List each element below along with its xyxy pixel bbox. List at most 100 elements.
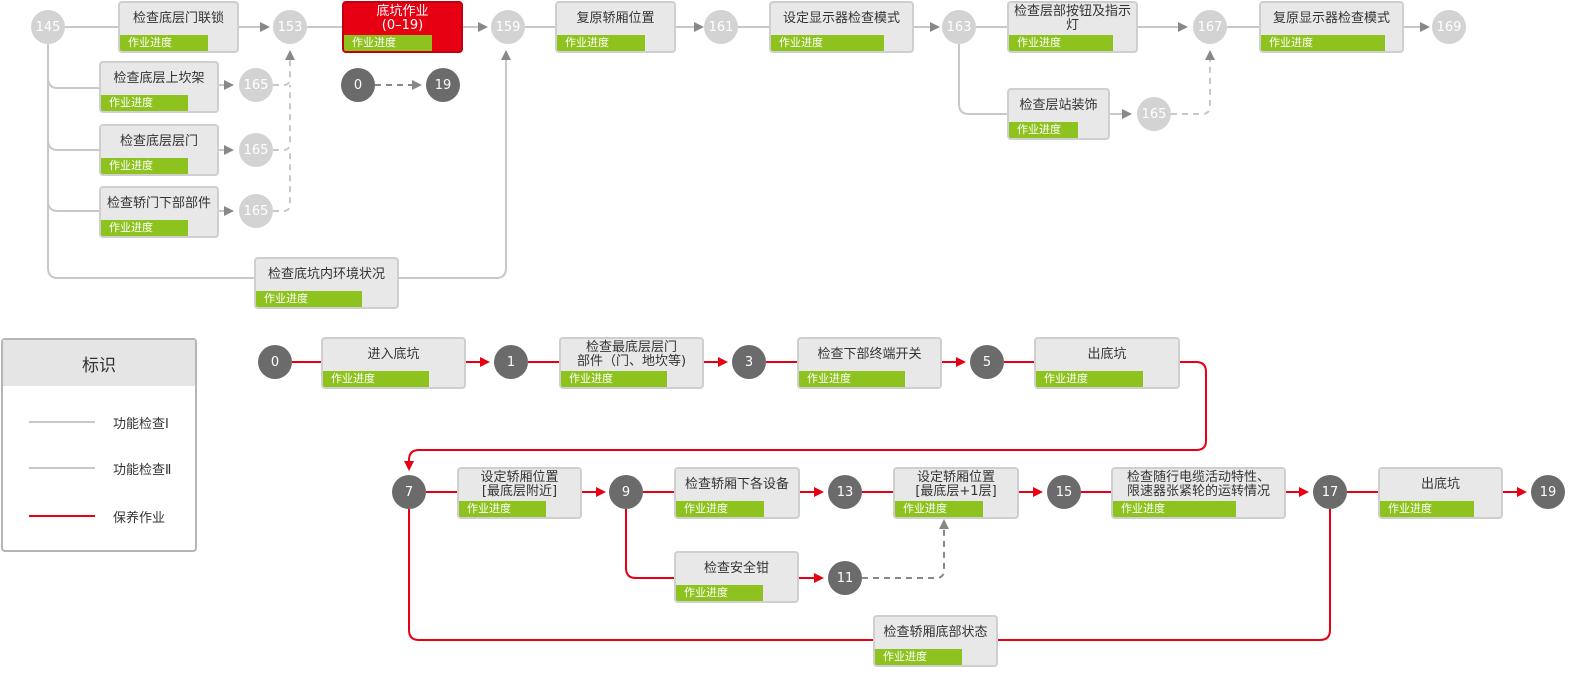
- task-card[interactable]: 设定轿厢位置 [最底层+1层] 作业进度: [893, 467, 1019, 519]
- progress-bar: 作业进度: [1009, 122, 1079, 138]
- node-19: 19: [1531, 475, 1565, 509]
- task-card[interactable]: 检查轿厢下各设备 作业进度: [674, 467, 800, 519]
- legend-item: 功能检查Ⅱ: [3, 458, 195, 478]
- task-card[interactable]: 检查最底层层门 部件（门、地坎等) 作业进度: [559, 337, 704, 389]
- node-11: 11: [828, 561, 862, 595]
- task-label: 检查底层门联锁: [132, 11, 224, 26]
- task-label: 检查安全钳: [703, 561, 769, 576]
- task-label: 检查底层上坎架: [113, 71, 205, 86]
- node-15: 15: [1047, 475, 1081, 509]
- legend-item: 保养作业: [3, 506, 195, 526]
- task-card[interactable]: 检查轿门下部部件 作业进度: [99, 186, 219, 238]
- progress-bar: 作业进度: [875, 649, 963, 665]
- node-13: 13: [828, 475, 862, 509]
- node-165: 165: [1137, 97, 1171, 131]
- node-165: 165: [239, 68, 273, 102]
- task-card[interactable]: 检查底层上坎架 作业进度: [99, 61, 219, 113]
- progress-bar: 作业进度: [676, 501, 764, 517]
- node-165: 165: [239, 194, 273, 228]
- task-card[interactable]: 出底坑 作业进度: [1034, 337, 1180, 389]
- task-card[interactable]: 检查底坑内环境状况 作业进度: [254, 257, 399, 309]
- progress-bar: 作业进度: [1113, 501, 1237, 517]
- task-card[interactable]: 检查底层层门 作业进度: [99, 124, 219, 176]
- legend-swatch: [29, 421, 95, 423]
- task-card[interactable]: 检查底层门联锁 作业进度: [118, 1, 239, 53]
- task-label: 复原显示器检查模式: [1272, 11, 1390, 26]
- node-17: 17: [1313, 475, 1347, 509]
- task-card[interactable]: 检查层部按钮及指示灯 作业进度: [1007, 1, 1138, 53]
- task-card[interactable]: 检查轿厢底部状态 作业进度: [873, 615, 998, 667]
- task-label: 检查底坑内环境状况: [267, 267, 385, 282]
- progress-bar: 作业进度: [1009, 35, 1114, 51]
- progress-bar: 作业进度: [895, 501, 983, 517]
- node-1: 1: [494, 345, 528, 379]
- node-7: 7: [392, 475, 426, 509]
- progress-bar: 作业进度: [771, 35, 884, 51]
- node-19: 19: [426, 68, 460, 102]
- progress-bar: 作业进度: [557, 35, 645, 51]
- task-label: 检查下部终端开关: [817, 347, 922, 362]
- task-label: 检查层站装饰: [1019, 98, 1098, 113]
- progress-bar: 作业进度: [799, 371, 905, 387]
- task-label: 检查轿厢底部状态: [883, 625, 988, 640]
- task-label: 设定轿厢位置 [最底层+1层]: [915, 470, 997, 499]
- node-159: 159: [491, 10, 525, 44]
- task-card[interactable]: 设定轿厢位置 [最底层附近] 作业进度: [457, 467, 582, 519]
- task-card-highlight[interactable]: 底坑作业 (0–19) 作业进度: [342, 1, 463, 53]
- node-5: 5: [970, 345, 1004, 379]
- progress-bar: 作业进度: [1261, 35, 1386, 51]
- progress-bar: 作业进度: [1380, 501, 1475, 517]
- node-167: 167: [1193, 10, 1227, 44]
- task-card[interactable]: 复原轿厢位置 作业进度: [555, 1, 676, 53]
- progress-bar: 作业进度: [101, 158, 188, 174]
- node-145: 145: [31, 10, 65, 44]
- task-card[interactable]: 检查层站装饰 作业进度: [1007, 88, 1110, 140]
- task-card[interactable]: 进入底坑 作业进度: [321, 337, 466, 389]
- task-label: 检查最底层层门 部件（门、地坎等): [576, 340, 687, 369]
- progress-bar: 作业进度: [344, 35, 432, 51]
- progress-bar: 作业进度: [561, 371, 667, 387]
- task-label: 设定轿厢位置 [最底层附近]: [480, 470, 559, 499]
- legend-item: 功能检查Ⅰ: [3, 412, 195, 432]
- task-card[interactable]: 检查随行电缆活动特性、 限速器张紧轮的运转情况 作业进度: [1111, 467, 1286, 519]
- task-label: 检查随行电缆活动特性、 限速器张紧轮的运转情况: [1126, 470, 1270, 499]
- task-label: 检查底层层门: [119, 134, 198, 149]
- progress-bar: 作业进度: [459, 501, 547, 517]
- task-label: 底坑作业 (0–19): [376, 4, 429, 33]
- task-label: 出底坑: [1420, 477, 1460, 492]
- task-label: 出底坑: [1087, 347, 1127, 362]
- node-153: 153: [273, 10, 307, 44]
- node-9: 9: [609, 475, 643, 509]
- node-165: 165: [239, 133, 273, 167]
- node-3: 3: [732, 345, 766, 379]
- task-label: 复原轿厢位置: [576, 11, 655, 26]
- progress-bar: 作业进度: [120, 35, 208, 51]
- legend-swatch: [29, 515, 95, 517]
- legend: 标识 功能检查Ⅰ 功能检查Ⅱ 保养作业: [1, 338, 197, 552]
- task-card[interactable]: 设定显示器检查模式 作业进度: [769, 1, 914, 53]
- legend-label: 保养作业: [113, 511, 166, 526]
- task-label: 检查层部按钮及指示灯: [1013, 4, 1131, 33]
- task-card[interactable]: 出底坑 作业进度: [1378, 467, 1503, 519]
- progress-bar: 作业进度: [101, 220, 188, 236]
- progress-bar: 作业进度: [676, 585, 764, 601]
- progress-bar: 作业进度: [1036, 371, 1143, 387]
- legend-swatch: [29, 467, 95, 469]
- legend-label: 功能检查Ⅱ: [113, 463, 172, 478]
- task-label: 进入底坑: [367, 347, 420, 362]
- progress-bar: 作业进度: [323, 371, 429, 387]
- task-label: 检查轿厢下各设备: [684, 477, 789, 492]
- node-163: 163: [942, 10, 976, 44]
- task-label: 检查轿门下部部件: [106, 196, 211, 211]
- task-card[interactable]: 检查安全钳 作业进度: [674, 551, 799, 603]
- task-card[interactable]: 检查下部终端开关 作业进度: [797, 337, 942, 389]
- task-card[interactable]: 复原显示器检查模式 作业进度: [1259, 1, 1404, 53]
- node-169: 169: [1432, 10, 1466, 44]
- progress-bar: 作业进度: [256, 291, 362, 307]
- task-label: 设定显示器检查模式: [782, 11, 900, 26]
- node-0: 0: [341, 68, 375, 102]
- node-0: 0: [258, 345, 292, 379]
- progress-bar: 作业进度: [101, 95, 188, 111]
- legend-title: 标识: [3, 340, 195, 386]
